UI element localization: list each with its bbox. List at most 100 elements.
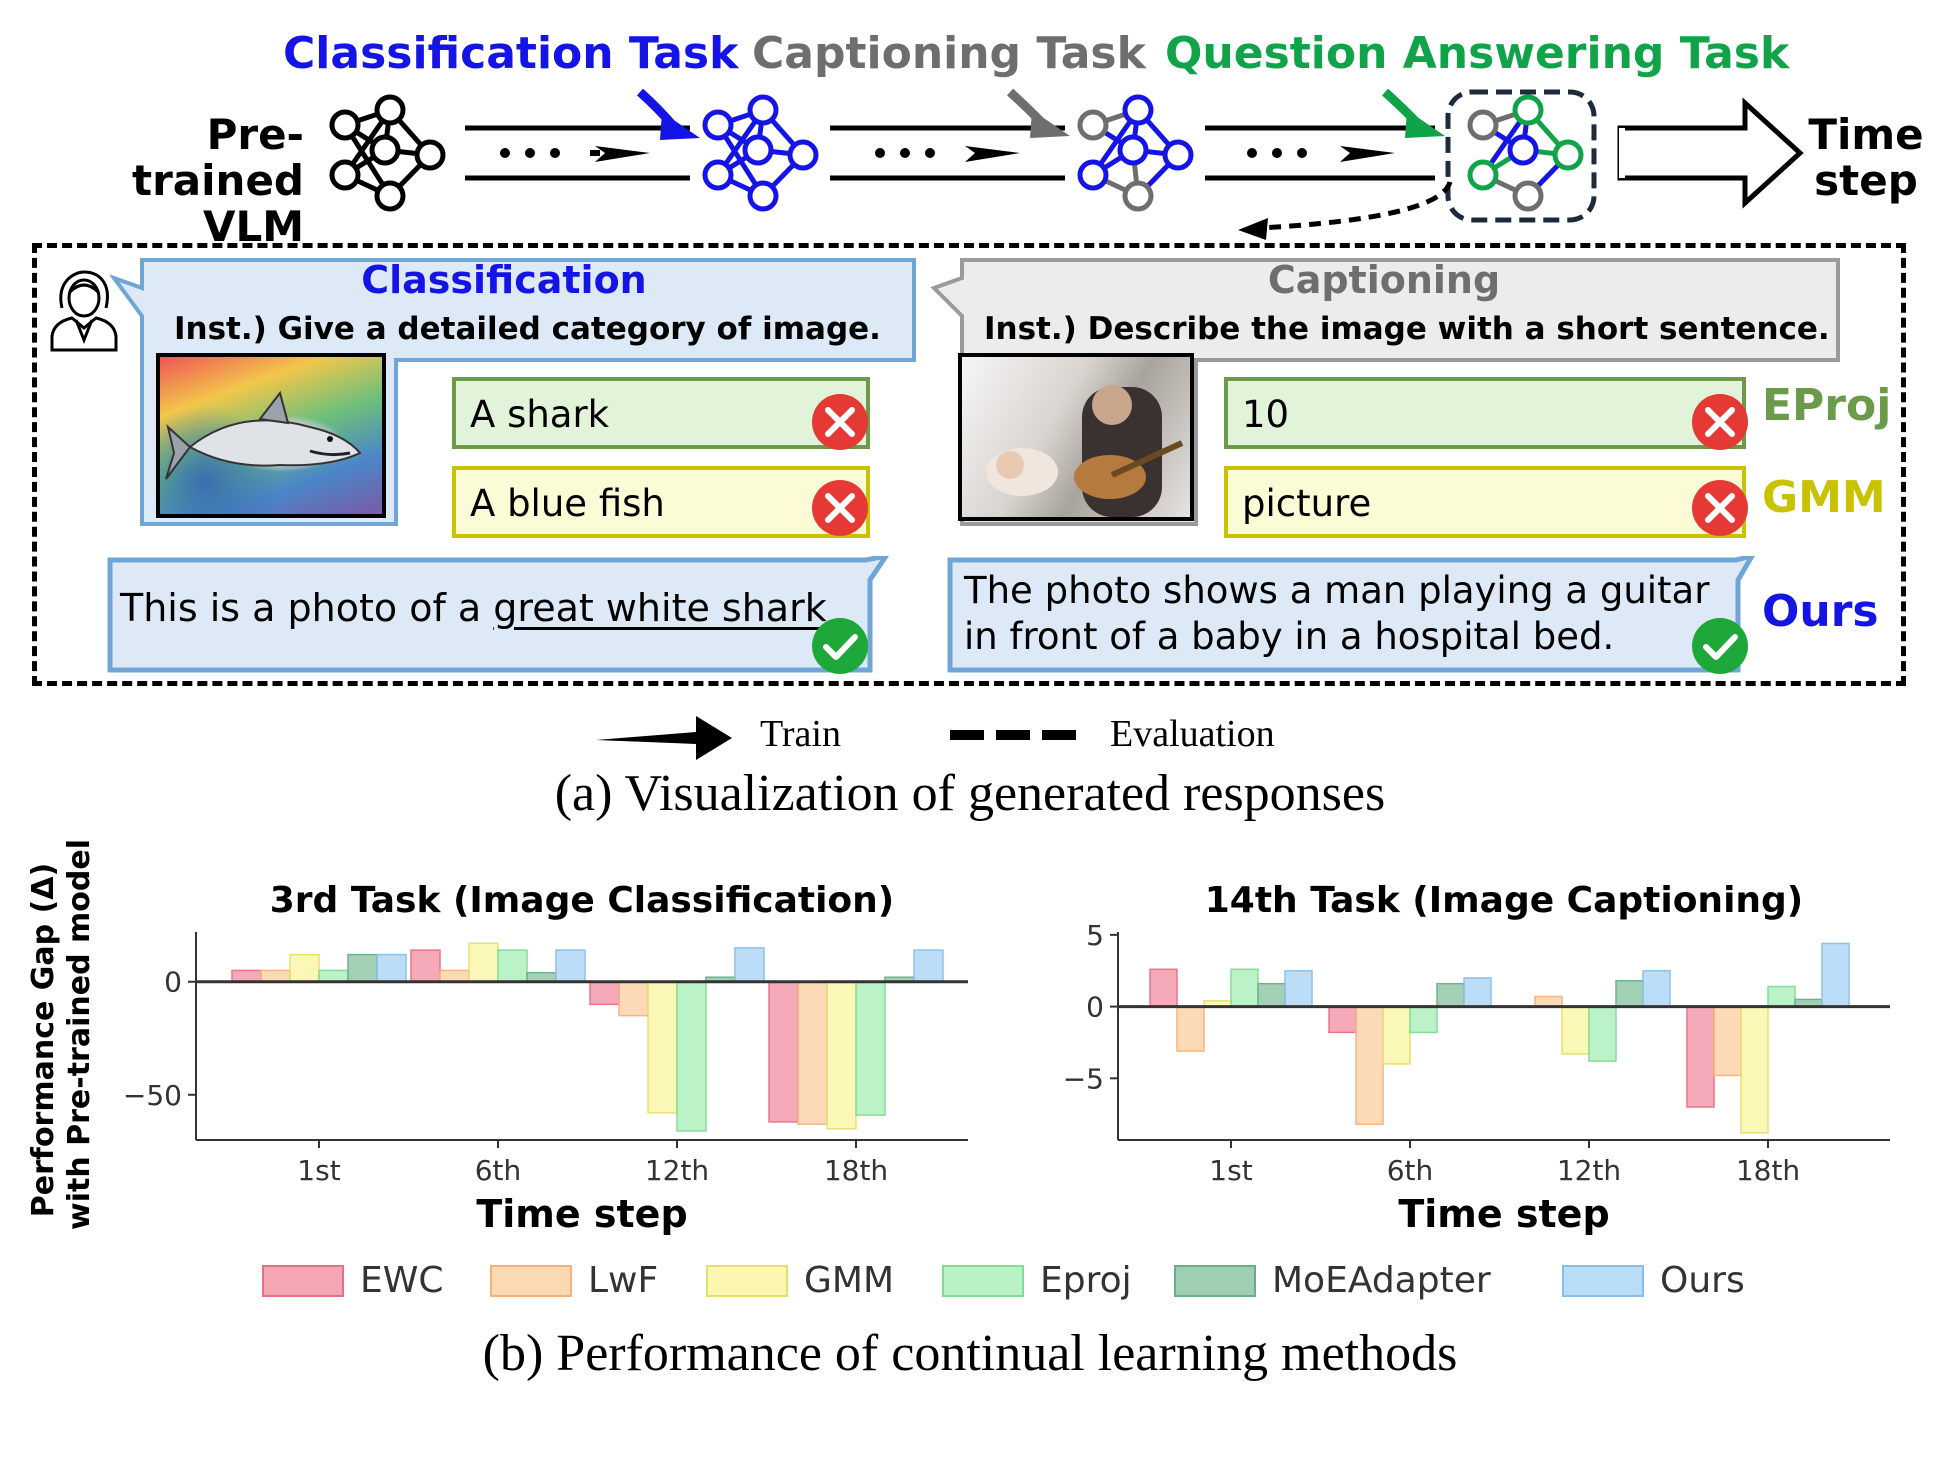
qa-task-label: Question Answering Task: [1165, 28, 1790, 79]
train-legend-label: Train: [760, 713, 841, 755]
legend-swatch: [490, 1264, 572, 1297]
chart1-bar-ewc-18th: [768, 980, 799, 1123]
chart1-y-tick-label: 0: [164, 966, 182, 999]
classification-title: Classification: [361, 258, 647, 302]
chart2-bar-ours-1st: [1284, 969, 1313, 1008]
chart2-bar-eproj-12th: [1588, 1005, 1617, 1062]
time-label-line2: step: [1814, 156, 1918, 205]
chart1-y-tick-label: −50: [123, 1079, 182, 1112]
vlm-label-line1: Pre-trained: [132, 110, 304, 205]
time-arrow-icon: [1617, 97, 1804, 209]
chart2-xlabel: Time step: [1398, 1192, 1610, 1236]
cross-icon: [1692, 394, 1748, 450]
legend-label: Ours: [1660, 1260, 1745, 1301]
chart1-bar-ours-6th: [555, 949, 586, 983]
chart1-bar-gmm-1st: [289, 953, 320, 983]
guitar-photo-image: [958, 353, 1194, 521]
chart1-bar-eproj-18th: [855, 980, 886, 1116]
legend-label: GMM: [804, 1260, 895, 1301]
chart1-bar-ours-12th: [734, 947, 765, 983]
chart2-bar-gmm-6th: [1382, 1005, 1411, 1065]
user-icon: [50, 270, 118, 352]
classification-ours-response: This is a photo of a great white shark: [120, 586, 827, 630]
vlm-network-icon-classification: [702, 94, 819, 212]
caption-b: (b) Performance of continual learning me…: [482, 1325, 1458, 1382]
chart1-bar-eproj-1st: [318, 969, 349, 983]
chart1-x-tick-label: 1st: [297, 1154, 340, 1187]
classification-task-label: Classification Task: [283, 28, 739, 79]
legend-item-gmm: GMM: [706, 1260, 894, 1301]
chart1-bar-lwf-6th: [439, 969, 470, 983]
captioning-instruction: Inst.) Describe the image with a short s…: [984, 311, 1830, 347]
chart1-bar-gmm-12th: [647, 980, 678, 1114]
legend-swatch: [262, 1264, 344, 1297]
classification-ours-prefix: This is a photo of a: [120, 586, 494, 630]
chart1-x-tick-label: 12th: [645, 1154, 709, 1187]
check-icon: [812, 618, 868, 674]
chart1-bar-eproj-6th: [497, 949, 528, 983]
train-legend-arrow-icon: [596, 716, 732, 760]
chart2-x-tick-label: 6th: [1387, 1154, 1434, 1187]
pipeline-diagram: [329, 88, 1804, 240]
chart2-y-tick-label: 0: [1086, 991, 1104, 1024]
chart1-bar-ewc-1st: [231, 969, 262, 983]
chart2-bar-ours-12th: [1642, 969, 1671, 1008]
chart2-bar-lwf-1st: [1176, 1005, 1205, 1052]
ours-tag: Ours: [1762, 586, 1879, 637]
legend-label: EWC: [360, 1260, 444, 1301]
chart1-bar-ewc-12th: [589, 980, 620, 1006]
chart2-bar-moeadapter-6th: [1436, 982, 1465, 1008]
chart1-bar-eproj-12th: [676, 980, 707, 1132]
chart1-bar-ours-1st: [376, 953, 407, 983]
chart1-title: 3rd Task (Image Classification): [269, 880, 895, 921]
vlm-network-icon-qa: [1467, 94, 1584, 212]
evaluation-legend-label: Evaluation: [1110, 713, 1275, 755]
chart2-bar-ours-18th: [1821, 942, 1850, 1008]
legend-item-lwf: LwF: [490, 1260, 658, 1301]
guitar-photo-illustration-icon: [986, 385, 1184, 517]
chart1-bar-lwf-18th: [797, 980, 828, 1125]
legend-swatch: [1174, 1264, 1256, 1297]
legend-swatch: [942, 1264, 1024, 1297]
chart1-x-tick-label: 18th: [824, 1154, 888, 1187]
train-arrows: [590, 146, 1395, 162]
captioning-gmm-response: picture: [1224, 466, 1746, 538]
chart2-title: 14th Task (Image Captioning): [1204, 880, 1804, 921]
chart2-bar-ours-6th: [1463, 977, 1492, 1008]
captioning-ours-line1: The photo shows a man playing a guitar: [964, 569, 1710, 612]
legend-label: MoEAdapter: [1272, 1260, 1491, 1301]
classification-gmm-response: A blue fish: [452, 466, 870, 538]
chart-legend: EWC LwF GMM Eproj MoEAdapter Ours: [262, 1260, 1782, 1310]
caption-a: (a) Visualization of generated responses: [554, 765, 1386, 822]
captioning-title: Captioning: [1267, 258, 1501, 302]
captioning-ours-line2: in front of a baby in a hospital bed.: [964, 615, 1615, 658]
chart1-bar-ours-18th: [913, 949, 944, 983]
legend-swatch: [706, 1264, 788, 1297]
chart2-bar-gmm-18th: [1740, 1005, 1769, 1134]
chart2-bar-ewc-18th: [1686, 1005, 1715, 1108]
check-icon: [1692, 618, 1748, 674]
shark-illustration-icon: [165, 390, 362, 480]
chart2-y-tick-label: 5: [1086, 919, 1104, 952]
captioning-ours-response: The photo shows a man playing a guitar i…: [964, 568, 1709, 660]
chart2-bar-gmm-12th: [1561, 1005, 1590, 1055]
classification-ours-underlined: great white shark: [493, 586, 827, 630]
chart2-bar-lwf-6th: [1355, 1005, 1384, 1125]
chart2-bar-lwf-18th: [1713, 1005, 1742, 1077]
chart2-x-tick-label: 1st: [1209, 1154, 1252, 1187]
chart2-bar-eproj-1st: [1230, 968, 1259, 1008]
chart1-bar-gmm-6th: [468, 942, 499, 983]
captioning-ours-bubble-shape: [947, 556, 1755, 673]
pretrained-vlm-label: Pre-trained VLM: [40, 112, 304, 250]
classification-ours-bubble-shape: [107, 556, 890, 673]
chart2-bar-eproj-18th: [1767, 985, 1796, 1008]
classification-eproj-response: A shark: [452, 377, 870, 449]
legend-label: LwF: [588, 1260, 659, 1301]
chart1-x-tick-label: 6th: [475, 1154, 522, 1187]
legend-item-moeadapter: MoEAdapter: [1174, 1260, 1491, 1301]
chart2-bar-ewc-1st: [1149, 968, 1178, 1008]
evaluation-panel: [32, 243, 1906, 686]
cross-icon: [812, 480, 868, 536]
legend-item-eproj: Eproj: [942, 1260, 1132, 1301]
